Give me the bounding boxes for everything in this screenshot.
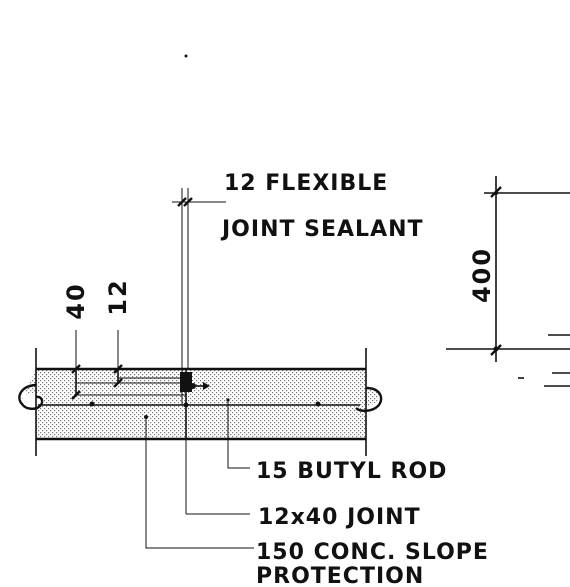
dimension-400: 400 (446, 176, 570, 362)
dimension-40: 40 (62, 282, 90, 369)
label-slope-protection-line2: PROTECTION (256, 564, 424, 587)
leader-lines (145, 400, 254, 549)
label-butyl-rod: 15 BUTYL ROD (256, 459, 447, 484)
flexible-joint-sealant (180, 372, 192, 392)
stray-mark (184, 54, 188, 58)
adjacent-detail-fragments (518, 334, 570, 387)
label-flexible-sealant-line1: 12 FLEXIBLE (224, 171, 388, 196)
dimension-400-label: 400 (468, 247, 496, 303)
label-slope-protection-line1: 150 CONC. SLOPE (256, 540, 489, 565)
dimension-12-label: 12 (104, 278, 132, 315)
concrete-slope-protection-slab (18, 348, 383, 456)
label-flexible-sealant-line2: JOINT SEALANT (220, 217, 424, 242)
slab-lower-layer (36, 405, 366, 439)
joint-assembly (71, 364, 321, 439)
slab-upper-layer (19, 369, 379, 411)
label-joint: 12x40 JOINT (258, 505, 421, 530)
sealant-width-marks (172, 188, 226, 369)
dimension-12: 12 (104, 278, 132, 369)
dimension-40-label: 40 (62, 282, 90, 319)
